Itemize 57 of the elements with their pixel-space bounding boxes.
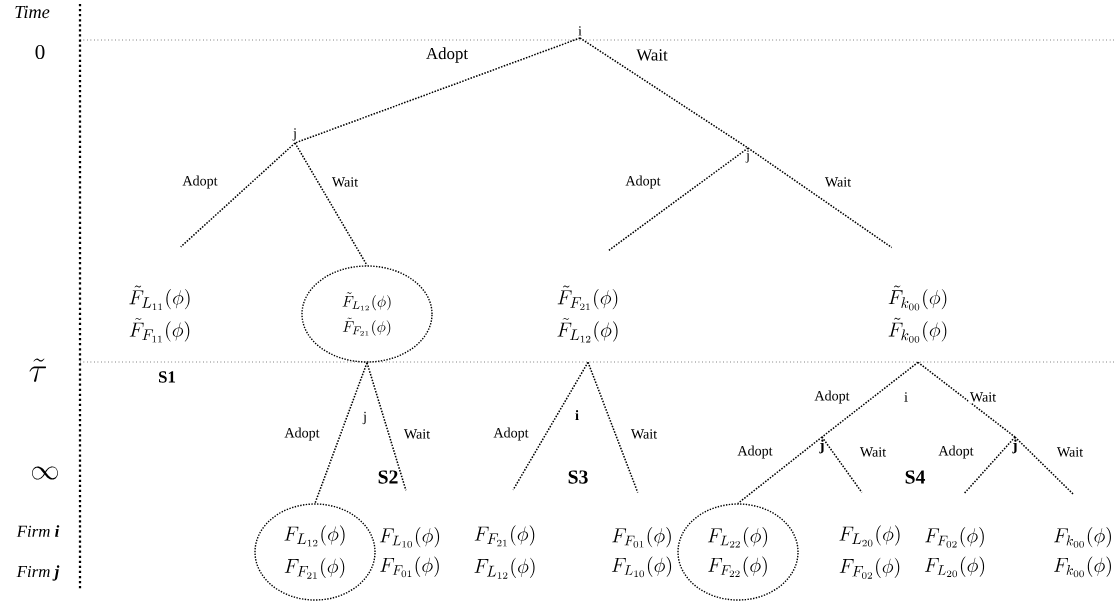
time-label: $\infty$	[32, 466, 58, 480]
edge-label: Adopt	[181, 174, 219, 190]
branch-line	[737, 436, 823, 505]
edge-label: Wait	[968, 390, 998, 404]
decision-label: i	[578, 26, 582, 36]
branch-line	[587, 361, 639, 494]
branch-line	[512, 361, 589, 491]
edge-label: Adopt	[937, 444, 975, 460]
decision-label: j	[819, 439, 824, 454]
payoff-pair: $\tilde{F}_{F_{21}}(\phi)$ $\tilde{F}_{L_{12}}(\phi)$	[557, 285, 618, 343]
time-label: 0	[35, 44, 45, 60]
payoff-pair: $F_{F_{21}}(\phi)$ $F_{L_{12}}(\phi)$	[474, 525, 535, 579]
branch-line	[608, 147, 749, 252]
edge-label: Wait	[858, 445, 888, 459]
player-label: i	[904, 392, 908, 402]
branch-line	[1014, 436, 1074, 495]
edge-label: Wait	[1055, 445, 1085, 459]
payoff-pair: $F_{F_{02}}(\phi)$ $F_{L_{20}}(\phi)$	[924, 527, 985, 578]
time-label: $\tilde{\tau}$	[29, 358, 47, 382]
branch-line	[579, 37, 749, 149]
edge-label: Adopt	[283, 426, 321, 442]
edge-label: Adopt	[736, 444, 774, 460]
payoff-pair: $F_{L_{20}}(\phi)$ $F_{F_{02}}(\phi)$	[839, 525, 900, 579]
edge-label: Wait	[629, 427, 659, 441]
payoff-pair: $F_{k_{00}}(\phi)$ $F_{k_{00}}(\phi)$	[1054, 527, 1111, 578]
branch-line	[294, 37, 581, 144]
player-label: i	[575, 410, 579, 420]
branch-line	[179, 142, 296, 248]
branch-line	[821, 436, 863, 494]
player-label: j	[362, 411, 366, 425]
state-label: S2	[378, 470, 398, 484]
state-label: S3	[568, 470, 588, 484]
payoff-pair: $F_{F_{01}}(\phi)$ $F_{L_{10}}(\phi)$	[611, 527, 672, 578]
payoff-pair: $F_{L_{10}}(\phi)$ $F_{F_{01}}(\phi)$	[379, 527, 440, 578]
decision-label: j	[1012, 439, 1017, 454]
state-label: S1	[159, 371, 176, 383]
axis-title: Time	[15, 5, 50, 19]
edge-label: Adopt	[813, 389, 851, 405]
player-label: Firm i	[16, 525, 60, 537]
edge-label: Wait	[402, 427, 432, 441]
branch-line	[963, 436, 1016, 495]
edge-label: Wait	[634, 47, 670, 63]
edge-label: Adopt	[624, 174, 662, 190]
decision-label: j	[745, 150, 749, 163]
decision-label: j	[292, 128, 296, 141]
branch-line	[917, 361, 1016, 438]
edge-label: Wait	[330, 175, 360, 189]
branch-line	[294, 142, 368, 267]
branch-line	[747, 147, 893, 249]
player-label: Firm j	[16, 565, 60, 581]
edge-label: Adopt	[492, 426, 530, 442]
edge-label: Adopt	[424, 45, 470, 65]
payoff-pair: $\tilde{F}_{k_{00}}(\phi)$ $\tilde{F}_{k_{00}}(\phi)$	[888, 285, 947, 343]
state-label: S4	[905, 470, 926, 484]
payoff-pair: $\tilde{F}_{L_{11}}(\phi)$ $\tilde{F}_{F_{11}}(\phi)$	[129, 285, 190, 343]
edge-label: Wait	[823, 175, 853, 189]
branch-line	[821, 361, 919, 438]
